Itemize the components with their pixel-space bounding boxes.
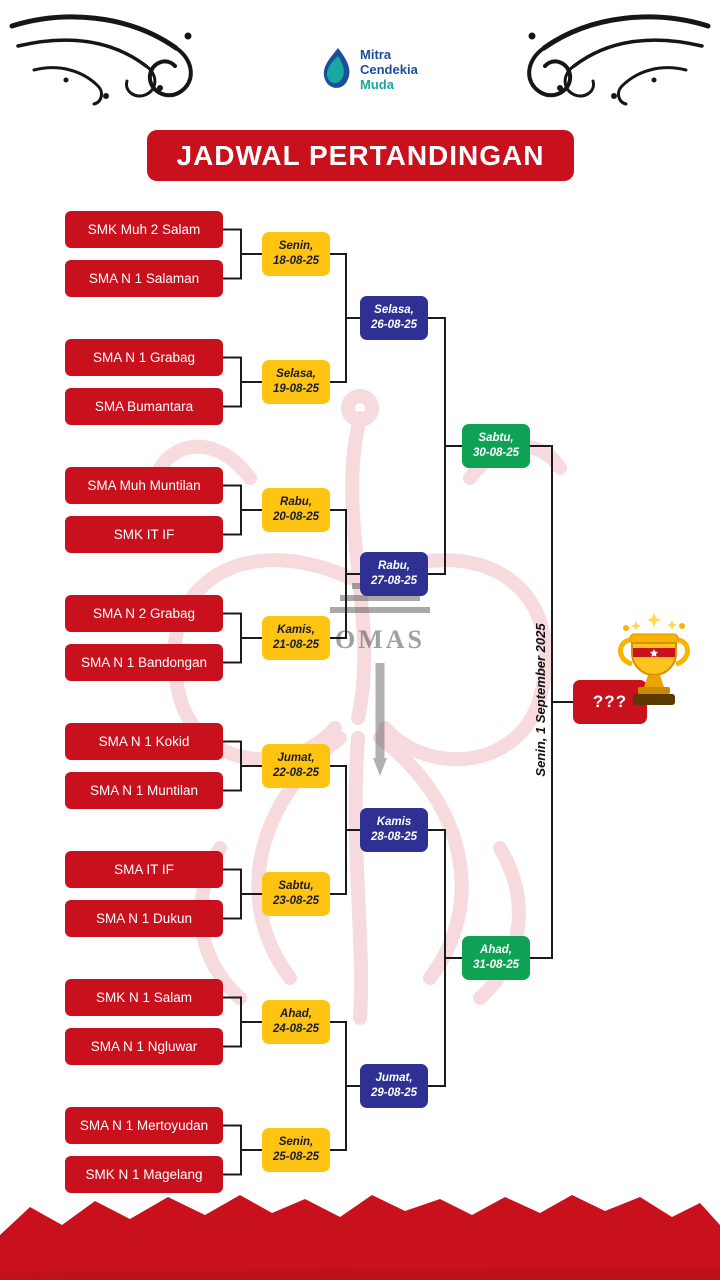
- match-day: Kamis: [376, 816, 412, 828]
- match-day: Selasa,: [374, 304, 414, 316]
- team-box: SMA N 1 Bandongan: [65, 644, 223, 681]
- team-box: SMK N 1 Salam: [65, 979, 223, 1016]
- team-box: SMK IT IF: [65, 516, 223, 553]
- match-day: Rabu,: [378, 560, 410, 572]
- match-date: 19-08-25: [272, 383, 320, 395]
- match-day: Jumat,: [277, 752, 315, 764]
- semifinal-match-date: Ahad, 31-08-25: [462, 936, 530, 980]
- organizer-logo: Mitra Cendekia Muda: [322, 46, 418, 92]
- torn-paper-edge: [0, 1195, 720, 1280]
- team-box: SMA N 2 Grabag: [65, 595, 223, 632]
- match-date: 31-08-25: [472, 959, 520, 971]
- match-day: Sabtu,: [478, 432, 514, 444]
- flourish-ornament-left: [9, 14, 193, 106]
- round1-match-date: Ahad, 24-08-25: [262, 1000, 330, 1044]
- logo-line-2: Cendekia: [360, 61, 418, 77]
- match-day: Senin,: [278, 240, 314, 252]
- trophy-icon: [618, 613, 690, 705]
- quarterfinal-match-date: Kamis 28-08-25: [360, 808, 428, 852]
- match-day: Ahad,: [280, 1008, 312, 1020]
- match-date: 29-08-25: [370, 1087, 418, 1099]
- match-date: 23-08-25: [272, 895, 320, 907]
- round1-match-date: Rabu, 20-08-25: [262, 488, 330, 532]
- page-title: JADWAL PERTANDINGAN: [147, 130, 574, 181]
- team-box: SMA N 1 Dukun: [65, 900, 223, 937]
- team-box: SMA N 1 Ngluwar: [65, 1028, 223, 1065]
- monument-emblem: OMAS: [330, 572, 430, 776]
- final-schedule-label: Senin, 1 September 2025: [533, 623, 548, 777]
- match-date: 24-08-25: [272, 1023, 320, 1035]
- match-date: 20-08-25: [272, 511, 320, 523]
- team-box: SMA N 1 Muntilan: [65, 772, 223, 809]
- match-day: Kamis,: [277, 624, 315, 636]
- team-box: SMA IT IF: [65, 851, 223, 888]
- round1-match-date: Kamis, 21-08-25: [262, 616, 330, 660]
- match-day: Senin,: [278, 1136, 314, 1148]
- match-date: 28-08-25: [370, 831, 418, 843]
- match-date: 18-08-25: [272, 255, 320, 267]
- match-date: 25-08-25: [272, 1151, 320, 1163]
- flourish-ornament-right: [527, 14, 711, 106]
- team-box: SMA N 1 Mertoyudan: [65, 1107, 223, 1144]
- round1-match-date: Sabtu, 23-08-25: [262, 872, 330, 916]
- team-box: SMA N 1 Salaman: [65, 260, 223, 297]
- team-box: SMK N 1 Magelang: [65, 1156, 223, 1193]
- team-box: SMK Muh 2 Salam: [65, 211, 223, 248]
- logo-wordmark: Mitra Cendekia Muda: [360, 47, 418, 92]
- match-date: 21-08-25: [272, 639, 320, 651]
- quarterfinal-match-date: Jumat, 29-08-25: [360, 1064, 428, 1108]
- team-box: SMA N 1 Kokid: [65, 723, 223, 760]
- match-date: 22-08-25: [272, 767, 320, 779]
- team-box: SMA Bumantara: [65, 388, 223, 425]
- round1-match-date: Selasa, 19-08-25: [262, 360, 330, 404]
- match-day: Ahad,: [480, 944, 512, 956]
- round1-match-date: Senin, 25-08-25: [262, 1128, 330, 1172]
- match-date: 27-08-25: [370, 575, 418, 587]
- round1-match-date: Senin, 18-08-25: [262, 232, 330, 276]
- team-box: SMA N 1 Grabag: [65, 339, 223, 376]
- match-day: Rabu,: [280, 496, 312, 508]
- semifinal-match-date: Sabtu, 30-08-25: [462, 424, 530, 468]
- logo-droplet-icon: [323, 48, 350, 88]
- logo-line-1: Mitra: [360, 46, 392, 62]
- watermark-text: OMAS: [335, 625, 425, 654]
- match-date: 26-08-25: [370, 319, 418, 331]
- team-box: SMA Muh Muntilan: [65, 467, 223, 504]
- match-day: Jumat,: [375, 1072, 413, 1084]
- quarterfinal-match-date: Rabu, 27-08-25: [360, 552, 428, 596]
- match-day: Sabtu,: [278, 880, 314, 892]
- logo-line-3: Muda: [360, 76, 394, 92]
- round1-match-date: Jumat, 22-08-25: [262, 744, 330, 788]
- quarterfinal-match-date: Selasa, 26-08-25: [360, 296, 428, 340]
- match-day: Selasa,: [276, 368, 316, 380]
- match-date: 30-08-25: [472, 447, 520, 459]
